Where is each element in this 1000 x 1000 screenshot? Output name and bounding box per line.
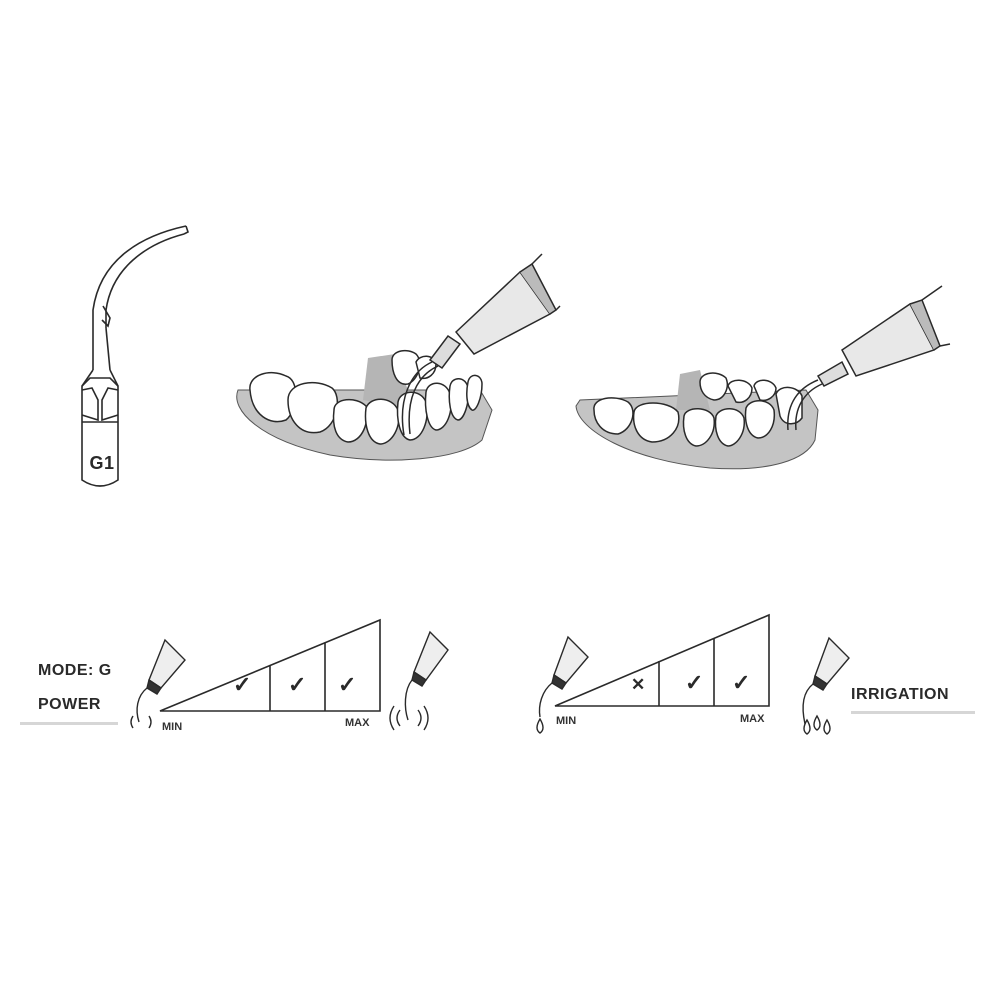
power-scale-triangle	[159, 618, 381, 712]
power-underline	[20, 722, 118, 725]
handpiece-high-vibration-icon	[389, 630, 449, 731]
scaler-tip-g1: G1	[60, 210, 200, 490]
jaw-with-scaler-drawing	[236, 253, 561, 461]
illustration-lingual-scaling	[220, 250, 561, 470]
power-segment-3: ✓	[338, 672, 357, 697]
mode-title: MODE: G	[38, 662, 112, 679]
irrigation-segment-3: ✓	[732, 670, 751, 695]
power-segment-1: ✓	[233, 672, 252, 697]
irrigation-min-label: MIN	[556, 715, 577, 727]
irrigation-max-label: MAX	[740, 713, 765, 725]
irrigation-label: IRRIGATION	[851, 686, 950, 703]
tip-model-label: G1	[89, 453, 115, 473]
illustration-buccal-scaling	[570, 270, 960, 470]
power-max-label: MAX	[345, 717, 370, 729]
handpiece-high-irrigation-icon	[802, 636, 850, 735]
power-segment-2: ✓	[288, 672, 307, 697]
irrigation-segment-2: ✓	[685, 670, 704, 695]
irrigation-scale-triangle	[554, 613, 770, 707]
irrigation-underline	[851, 711, 975, 714]
power-min-label: MIN	[162, 721, 183, 733]
irrigation-segment-1: ✕	[631, 675, 646, 694]
scaler-tip-drawing	[81, 225, 189, 487]
power-label: POWER	[38, 696, 101, 713]
handpiece-low-irrigation-icon	[536, 635, 589, 734]
handpiece-low-vibration-icon	[130, 638, 186, 729]
jaw-with-scaler-drawing-2	[575, 285, 951, 470]
